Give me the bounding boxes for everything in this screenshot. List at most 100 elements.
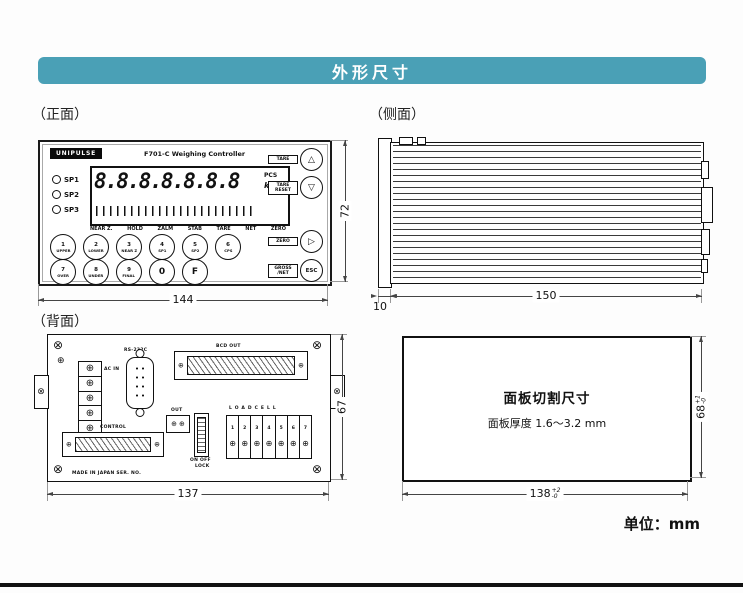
sp2-indicator: SP2: [52, 187, 79, 202]
front-view-drawing: UNIPULSE F701-C Weighing Controller SP1 …: [38, 140, 332, 286]
side-view-body: [390, 137, 713, 284]
key-label: UPPER: [55, 247, 71, 253]
screw-icon: ⊗: [333, 387, 341, 397]
key-8-under: 8 UNDER: [83, 259, 109, 285]
label-line: TARE: [276, 182, 290, 188]
dimension-extension-line: [331, 479, 347, 480]
pin-number: 2: [243, 425, 247, 431]
connector-hatch: [75, 437, 151, 452]
terminal-icon: ⊕: [302, 439, 309, 449]
side-view-label: （侧面）: [369, 107, 425, 123]
status-near-z: NEAR Z.: [90, 226, 113, 232]
terminal-icon: ⊕: [298, 361, 304, 369]
pcs-unit-label: PCS: [264, 172, 278, 179]
key-number: 3: [127, 241, 131, 248]
dim-front-width: 144: [169, 293, 197, 307]
loadcell-pin: 7 ⊕: [300, 416, 311, 458]
key-label: OVER: [57, 272, 69, 278]
brand-logo: UNIPULSE: [50, 148, 102, 159]
unit-label: 单位：mm: [623, 515, 700, 533]
front-view-label: （正面）: [32, 107, 88, 123]
key-label: NEAR Z: [121, 247, 137, 253]
mount-bracket-left: ⊗: [33, 375, 49, 409]
loadcell-pin: 5 ⊕: [276, 416, 288, 458]
key-9-final: 9 FINAL: [116, 259, 142, 285]
gross-net-key-label: GROSS /NET: [268, 263, 298, 278]
tare-key: TARE △: [268, 148, 323, 171]
bcd-out-label: BCD OUT: [216, 344, 241, 349]
key-7-over: 7 OVER: [50, 259, 76, 285]
key-1-upper: 1 UPPER: [50, 234, 76, 260]
key-label: SP2: [190, 247, 200, 253]
heatsink-fins: [393, 145, 701, 281]
terminal-icon: ⊕: [178, 361, 184, 369]
key-label: SP1: [157, 247, 167, 253]
sp-indicator-column: SP1 SP2 SP3: [52, 172, 79, 217]
key-4-sp1: 4 SP1: [149, 234, 175, 260]
terminal-icon: ⊕: [79, 377, 101, 392]
bcd-out-connector: ⊕ ⊕: [174, 351, 308, 380]
screw-icon: ⊗: [312, 338, 323, 352]
key-label: LOWER: [88, 247, 104, 253]
terminal-icon: ⊕: [79, 392, 101, 407]
terminal-icon: ⊕: [265, 439, 273, 449]
bottom-rule: [0, 583, 743, 587]
sp1-indicator: SP1: [52, 172, 79, 187]
key-number: 4: [160, 241, 164, 248]
pin-number: 3: [255, 425, 259, 431]
key-label: UNDER: [88, 272, 104, 278]
triangle-up-icon: △: [300, 148, 323, 171]
sp3-label: SP3: [64, 205, 80, 214]
out-label: OUT: [171, 408, 183, 413]
tare-key-label: TARE: [268, 155, 298, 164]
dsub-pins: [134, 364, 146, 402]
made-in-label: MADE IN JAPAN SER. NO.: [72, 471, 142, 476]
terminal-icon: ⊕: [277, 439, 285, 449]
key-0: 0: [149, 259, 175, 285]
dim-side-depth: 150: [532, 289, 560, 303]
label-line: TARE: [276, 157, 290, 162]
pin-number: 7: [303, 425, 307, 431]
pin-number: 1: [231, 425, 235, 431]
rear-connector: [701, 161, 709, 179]
zero-key: ZERO ▷: [268, 230, 323, 253]
key-5-sp2: 5 SP2: [182, 234, 208, 260]
terminal-icon: ⊕: [289, 439, 297, 449]
dimension-extension-line: [687, 481, 688, 501]
tol-minus: -0: [551, 492, 558, 500]
key-number: 1: [61, 241, 65, 248]
tol-plus: +2: [551, 486, 561, 494]
dimension-extension-line: [38, 284, 39, 306]
key-number: 2: [94, 241, 98, 248]
screw-icon: ⊗: [53, 462, 64, 476]
rear-connector: [701, 187, 713, 223]
lamp-icon: [52, 175, 61, 184]
key-label: FINAL: [122, 272, 136, 278]
dimension-extension-line: [690, 477, 706, 478]
rear-connector: [701, 229, 710, 255]
key-f: F: [182, 259, 208, 285]
cutout-title: 面板切割尺寸: [503, 391, 591, 407]
rear-connector: [701, 259, 708, 273]
screw-icon: ⊗: [37, 387, 45, 397]
option-connector: [194, 413, 209, 457]
loadcell-pin: 4 ⊕: [263, 416, 276, 458]
status-net: NET: [245, 226, 257, 232]
dimension-extension-line: [690, 336, 706, 337]
control-connector: ⊕ ⊕: [62, 432, 164, 457]
sp3-indicator: SP3: [52, 202, 79, 217]
status-zalm: ZALM: [157, 226, 174, 232]
triangle-right-icon: ▷: [300, 230, 323, 253]
connector-hatch: [197, 417, 206, 453]
sub-display-segments: [96, 206, 254, 216]
key-number: F: [191, 267, 199, 277]
loadcell-label: LOADCELL: [229, 406, 279, 411]
cutout-subtitle: 面板厚度 1.6～3.2 mm: [487, 417, 607, 430]
lamp-icon: [52, 190, 61, 199]
terminal-icon: ⊕: [79, 362, 101, 377]
label-line: GROSS: [274, 265, 292, 271]
rs232c-connector: [126, 349, 154, 417]
terminal-icon: ⊕: [171, 420, 177, 428]
key-3-nearz: 3 NEAR Z: [116, 234, 142, 260]
